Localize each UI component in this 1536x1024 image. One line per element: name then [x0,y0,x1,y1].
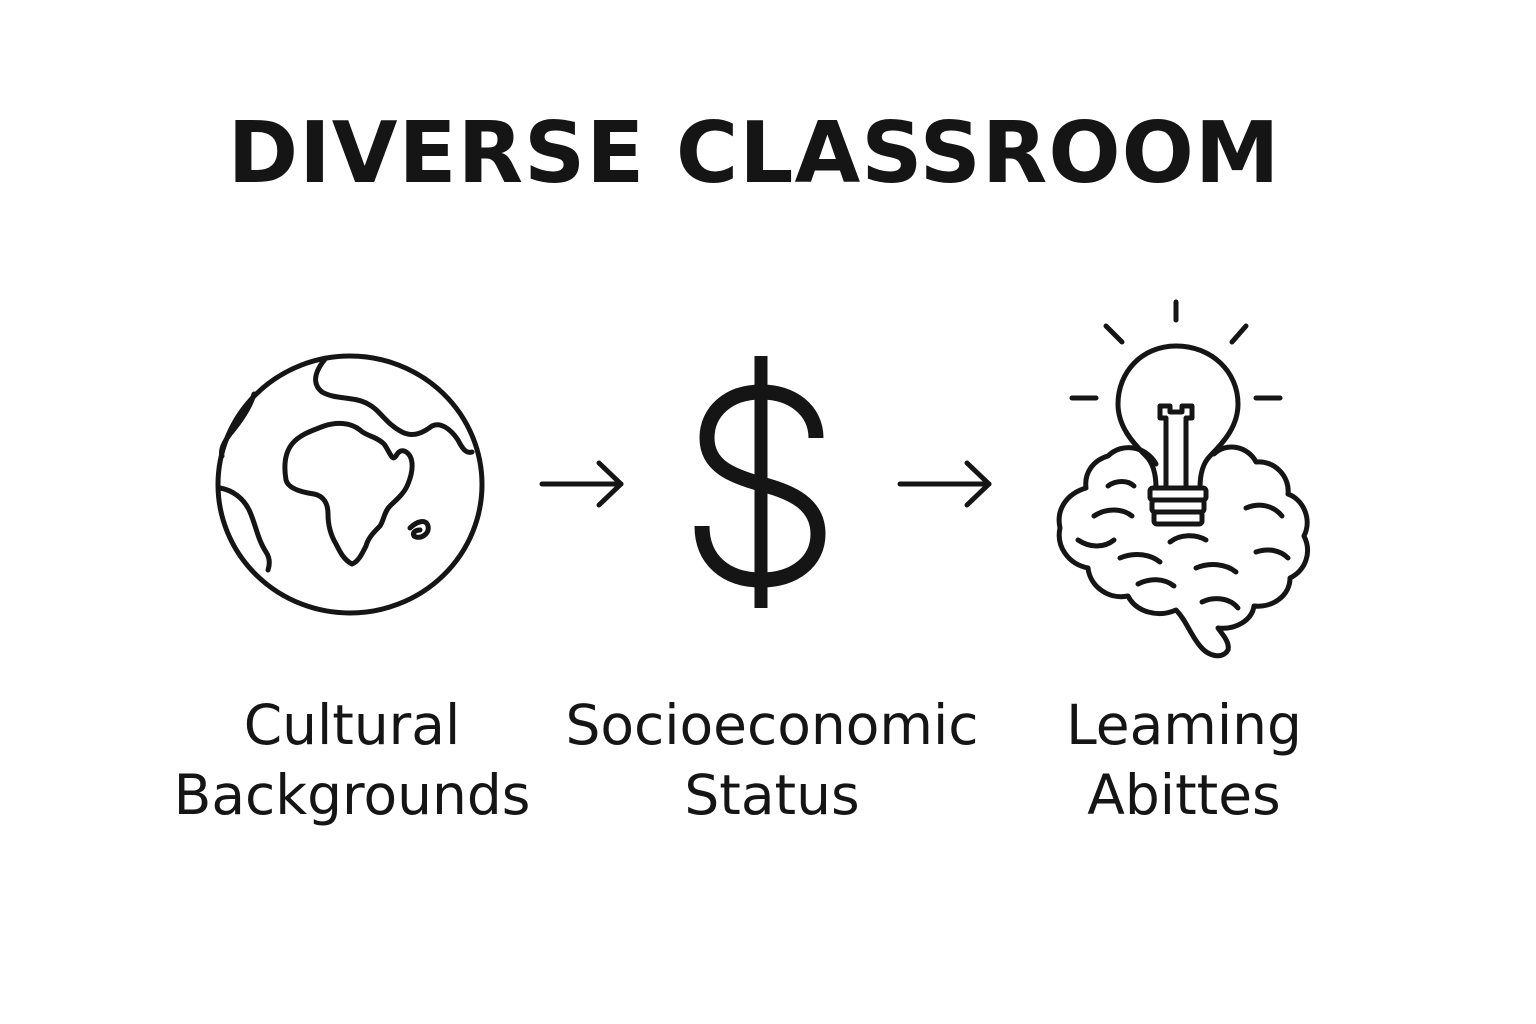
label-learning-abilities: Leaming Abittes [974,690,1394,830]
label-line: Cultural [243,693,461,757]
label-line: Abittes [1087,763,1281,827]
label-socioeconomic-status: Socioeconomic Status [562,690,982,830]
globe-icon [214,352,486,617]
label-line: Status [684,763,860,827]
arrow-right-icon [897,460,993,508]
label-line: Socioeconomic [565,693,979,757]
lightbulb-brain-icon [1050,296,1314,666]
label-cultural-backgrounds: Cultural Backgrounds [142,690,562,830]
diagram-title: DIVERSE CLASSROOM [227,104,1281,203]
dollar-sign-icon [690,352,832,612]
label-line: Backgrounds [173,763,531,827]
label-line: Leaming [1066,693,1302,757]
arrow-right-icon [539,460,625,508]
